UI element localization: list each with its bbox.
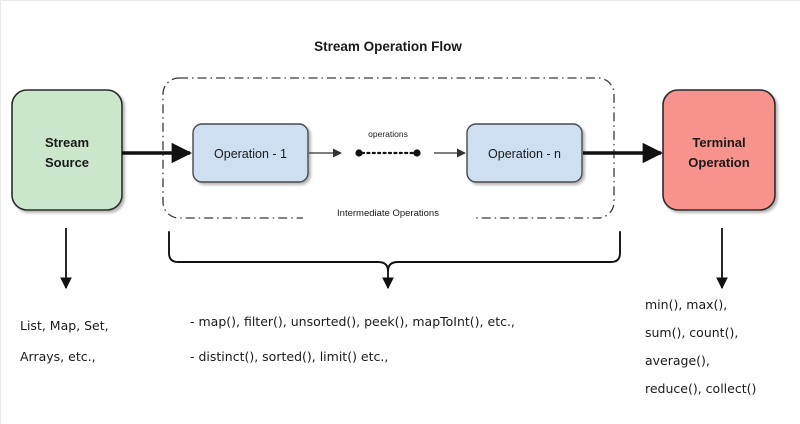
stream-source-label-line2: Source	[45, 155, 89, 170]
source-note-line-2: Arrays, etc.,	[20, 349, 96, 364]
terminal-note-line-3: average(),	[645, 353, 710, 368]
terminal-operation-label-line2: Operation	[688, 155, 749, 170]
operation-last-label: Operation - n	[488, 147, 561, 161]
node-stream-source[interactable]: Stream Source	[11, 89, 123, 211]
source-note-line-1: List, Map, Set,	[20, 318, 109, 333]
intermediate-operations-region	[162, 77, 615, 219]
region-label-backdrop	[303, 205, 473, 220]
stream-source-label-line1: Stream	[45, 135, 89, 150]
intermediate-brace	[168, 231, 621, 290]
ellipsis-dot-start	[355, 149, 363, 157]
terminal-note-line-1: min(), max(),	[645, 297, 727, 312]
diagram-title: Stream Operation Flow	[314, 39, 462, 54]
terminal-note-line-4: reduce(), collect()	[645, 381, 756, 396]
intermediate-note-line-2: - distinct(), sorted(), limit() etc.,	[190, 349, 388, 364]
source-note: List, Map, Set, Arrays, etc.,	[20, 318, 109, 364]
node-terminal-operation[interactable]: Terminal Operation	[662, 89, 776, 211]
operation-first-label: Operation - 1	[214, 147, 287, 161]
intermediate-note: - map(), filter(), unsorted(), peek(), m…	[190, 314, 515, 364]
intermediate-operations-label: Intermediate Operations	[337, 208, 439, 219]
ellipsis-operations-label: operations	[368, 129, 408, 139]
node-operation-last[interactable]: Operation - n	[466, 123, 583, 183]
node-operation-first[interactable]: Operation - 1	[192, 123, 309, 183]
terminal-note-line-2: sum(), count(),	[645, 325, 738, 340]
ellipsis-dot-end	[413, 149, 421, 157]
ellipsis-connector: operations	[355, 129, 421, 157]
operation-last-shape	[466, 123, 583, 183]
intermediate-note-line-1: - map(), filter(), unsorted(), peek(), m…	[190, 314, 515, 329]
terminal-operation-shape	[662, 89, 776, 211]
terminal-operation-label-line1: Terminal	[692, 135, 745, 150]
stream-source-shape	[11, 89, 123, 211]
terminal-note: min(), max(), sum(), count(), average(),…	[645, 297, 756, 396]
operation-first-shape	[192, 123, 309, 183]
